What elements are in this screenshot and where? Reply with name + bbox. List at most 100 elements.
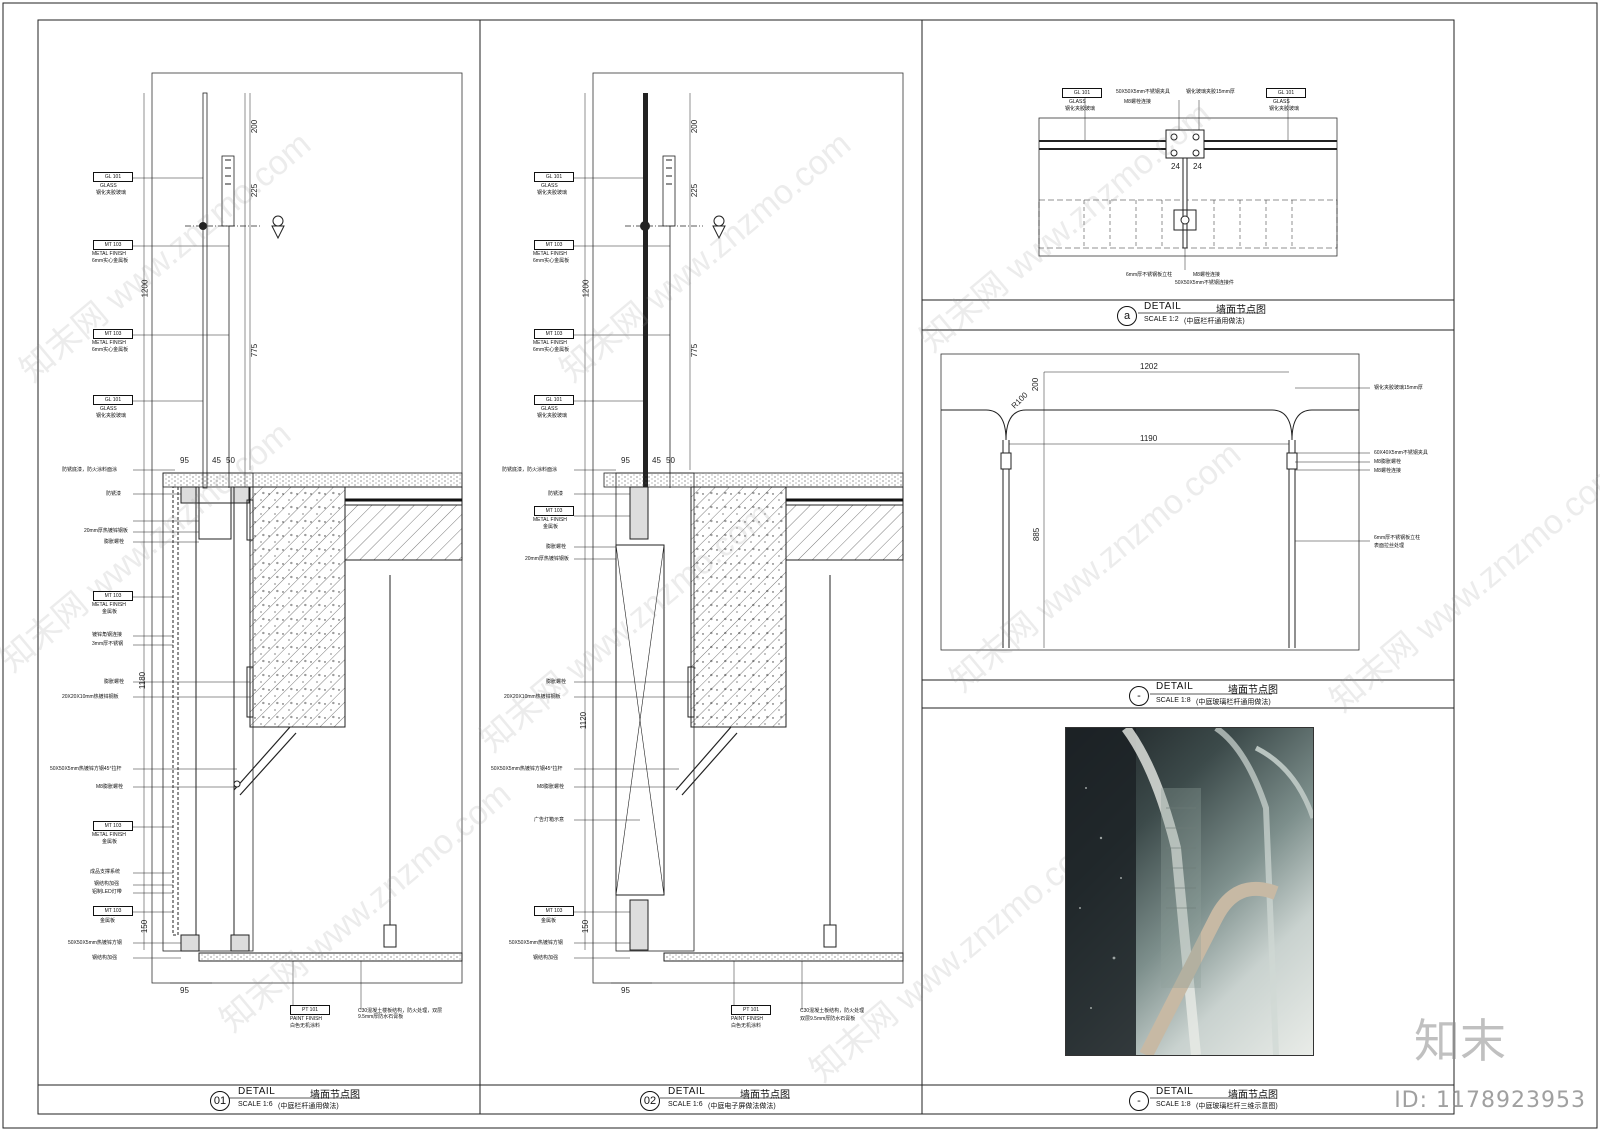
note-a: 50X50X5mm不锈钢连接件 — [1175, 280, 1234, 286]
tag-paint: PT 101 — [290, 1005, 330, 1015]
tag-glass-en: GLASS — [100, 183, 117, 189]
tag-metal-en: METAL FINISH — [92, 251, 126, 257]
tag-metal: MT 103 — [93, 906, 133, 916]
tag-paint-en: PAINT FINISH — [731, 1016, 764, 1022]
tag-glass-cn: 钢化夹胶玻璃 — [96, 413, 127, 419]
tag-metal-cn: 6mm实心金属板 — [533, 258, 570, 264]
dim-50: 50 — [666, 456, 675, 465]
tag-paint-cn: 白色无机涂料 — [731, 1023, 762, 1029]
dim-200: 200 — [690, 119, 700, 134]
tag-glass-cn: 钢化夹胶玻璃 — [96, 190, 127, 196]
tag-glass: GL 101 — [93, 395, 133, 405]
dim-1190: 1190 — [1140, 434, 1158, 443]
tag-glass-cn: 钢化夹胶玻璃 — [537, 413, 568, 419]
tag-metal: MT 103 — [93, 329, 133, 339]
tag-metal-cn2: 金属板 — [541, 918, 557, 924]
tag-metal-en: METAL FINISH — [92, 602, 126, 608]
note: 3mm厚不锈钢 — [92, 641, 124, 647]
tag-metal-en: METAL FINISH — [533, 251, 567, 257]
detail-note: (中庭栏杆通用做法) — [1184, 318, 1245, 325]
detail-02-section — [574, 72, 904, 1010]
dim-50: 50 — [226, 456, 235, 465]
dim-225: 225 — [250, 183, 260, 198]
tag-paint-en: PAINT FINISH — [290, 1016, 323, 1022]
dim-1200: 1200 — [581, 279, 591, 298]
dim-95-bottom: 95 — [180, 986, 189, 995]
detail-title-cn: 墙面节点图 — [1228, 1090, 1278, 1101]
tag-glass: GL 101 — [1266, 88, 1306, 98]
dim-775: 775 — [690, 343, 700, 358]
tag-glass-en: GLASS — [541, 183, 558, 189]
detail-note: (中庭玻璃栏杆通用做法) — [1196, 699, 1271, 706]
tag-metal-cn: 6mm实心金属板 — [92, 347, 129, 353]
dim-150: 150 — [581, 919, 591, 934]
tag-metal: MT 103 — [534, 240, 574, 250]
dim-24: 24 — [1193, 162, 1202, 171]
tag-glass-cn: 钢化夹胶玻璃 — [1269, 106, 1300, 112]
note-right: M8螺栓连接 — [1374, 468, 1401, 474]
note-a: M8螺栓连接 — [1193, 272, 1220, 278]
note: 镀锌角钢连接 — [92, 632, 123, 638]
dim-24: 24 — [1171, 162, 1180, 171]
tag-glass: GL 101 — [534, 395, 574, 405]
detail-title-cn: 墙面节点图 — [1228, 685, 1278, 696]
detail-01-section — [133, 72, 463, 1010]
tag-glass-en: GLASS — [100, 406, 117, 412]
note: 防锈底漆，防火涂料面涂 — [62, 467, 118, 473]
detail-title: DETAIL — [238, 1086, 276, 1097]
detail-a-plan — [1038, 96, 1338, 270]
tag-metal-en: METAL FINISH — [533, 340, 567, 346]
brand-logo: 知末 — [1414, 1014, 1506, 1068]
detail-scale: SCALE 1:8 — [1156, 697, 1191, 704]
dim-45: 45 — [652, 456, 661, 465]
tag-glass-cn: 钢化夹胶玻璃 — [537, 190, 568, 196]
note-a: 6mm厚不锈钢板立柱 — [1126, 272, 1173, 278]
detail-number-badge: a — [1117, 306, 1137, 326]
tag-metal-cn: 6mm实心金属板 — [92, 258, 129, 264]
tag-metal-cn2: 金属板 — [543, 524, 559, 530]
detail-number-badge: - — [1129, 686, 1149, 706]
detail-number-badge: - — [1129, 1091, 1149, 1111]
tag-metal-en: METAL FINISH — [92, 340, 126, 346]
tag-glass: GL 101 — [93, 172, 133, 182]
note: 防锈漆 — [548, 491, 564, 497]
detail-title-cn: 墙面节点图 — [1216, 305, 1266, 316]
tag-metal-en: METAL FINISH — [533, 517, 567, 523]
note: 钢结构加强 — [92, 955, 118, 961]
tag-glass: GL 101 — [534, 172, 574, 182]
note-bottom: C30混凝土楼板结构，防火处理，双层9.5mm厚防水石膏板 — [358, 1008, 443, 1020]
tag-metal: MT 103 — [534, 329, 574, 339]
detail-note: (中庭玻璃栏杆三维示意图) — [1196, 1103, 1278, 1110]
detail-note: (中庭栏杆通用做法) — [278, 1103, 339, 1110]
note: 广告灯箱示意 — [534, 817, 565, 823]
detail-scale: SCALE 1:6 — [238, 1101, 273, 1108]
tag-metal-cn2: 金属板 — [102, 839, 118, 845]
detail-note: (中庭电子屏做法做法) — [708, 1103, 776, 1110]
note: 钢结构加强 — [533, 955, 559, 961]
note: 成品支撑系统 — [90, 869, 121, 875]
dim-225: 225 — [690, 183, 700, 198]
tag-glass-cn: 钢化夹胶玻璃 — [1065, 106, 1096, 112]
note-bottom: C30混凝土板结构，防火处理 — [800, 1008, 865, 1014]
note-bottom: 双层9.5mm厚防水石膏板 — [800, 1016, 856, 1022]
dim-1180: 1180 — [138, 671, 148, 690]
detail-title: DETAIL — [668, 1086, 706, 1097]
note: 20mm厚热镀锌钢板 — [525, 556, 569, 562]
tag-metal-cn2: 金属板 — [100, 918, 116, 924]
tag-glass-en: GLASS — [1069, 99, 1086, 105]
tag-metal-cn2: 金属板 — [102, 609, 118, 615]
dim-45: 45 — [212, 456, 221, 465]
note: 50X50X5mm热镀锌方钢 — [509, 940, 563, 946]
note-right: 60X40X5mm不锈钢夹具 — [1374, 450, 1428, 456]
dim-200: 200 — [250, 119, 260, 134]
note: 膨胀螺栓 — [546, 544, 567, 550]
dim-95: 95 — [180, 456, 189, 465]
note-a: 50X50X5mm不锈钢夹具 — [1116, 89, 1170, 95]
tag-metal: MT 103 — [534, 906, 574, 916]
detail-scale: SCALE 1:6 — [668, 1101, 703, 1108]
tag-paint-cn: 白色无机涂料 — [290, 1023, 321, 1029]
dim-1202: 1202 — [1140, 362, 1158, 371]
note: 20X20X10mm热镀锌钢板 — [504, 694, 561, 700]
